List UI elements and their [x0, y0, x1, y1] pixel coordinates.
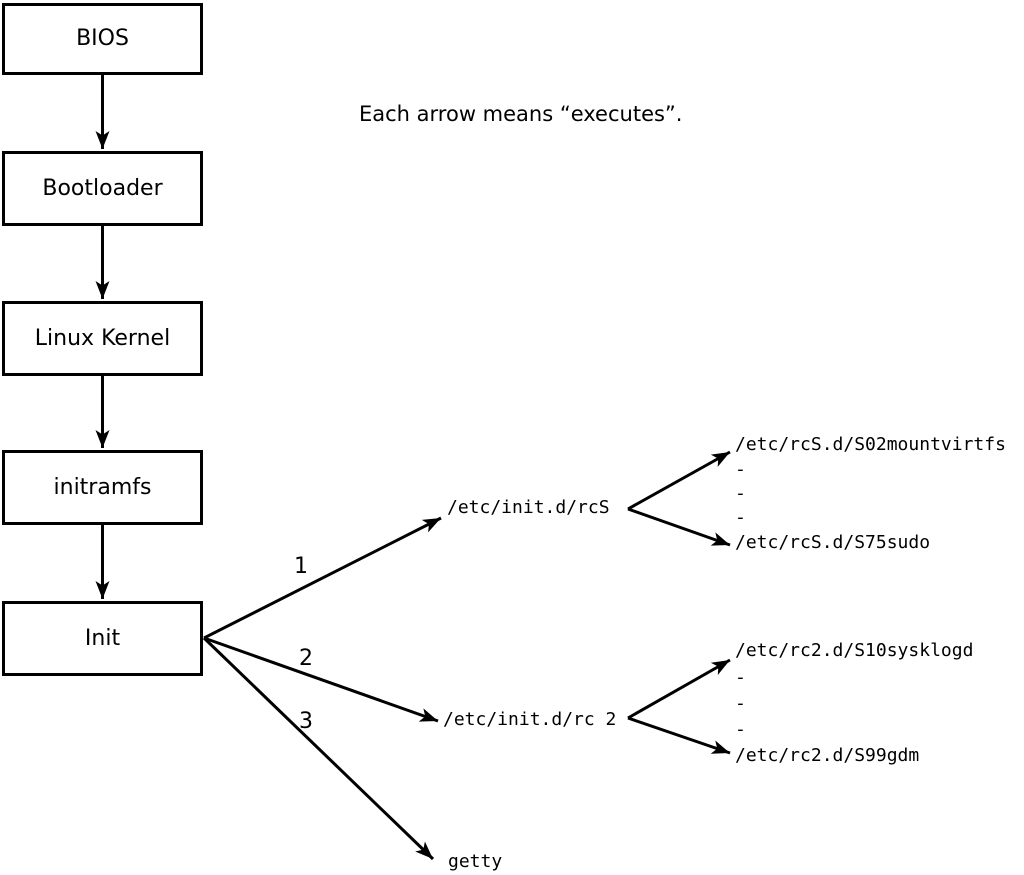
node-initramfs-label: initramfs [53, 474, 152, 500]
node-rc2-child-s99gdm: /etc/rc2.d/S99gdm [735, 745, 920, 766]
node-rc2-child-s10sysklogd: /etc/rc2.d/S10sysklogd [735, 640, 974, 661]
node-rcs-child-ellipsis-1: - [735, 459, 746, 480]
node-etc-init-d-rc2: /etc/init.d/rc 2 [443, 709, 617, 730]
node-linux-kernel: Linux Kernel [2, 301, 203, 376]
arrow-init-to-rcs [203, 516, 442, 640]
legend-annotation: Each arrow means “executes”. [359, 102, 683, 126]
arrow-rc2-to-s99gdm [627, 716, 731, 755]
node-bios-label: BIOS [76, 26, 129, 51]
arrow-init-to-getty [202, 636, 435, 861]
arrow-rc2-to-s10sysklogd [627, 658, 731, 720]
node-bootloader-label: Bootloader [42, 175, 163, 201]
node-etc-init-d-rcs: /etc/init.d/rcS [447, 497, 610, 518]
node-bios: BIOS [2, 3, 203, 75]
node-rc2-child-ellipsis-1: - [735, 667, 746, 688]
node-linux-kernel-label: Linux Kernel [34, 325, 171, 351]
node-rcs-child-ellipsis-2: - [735, 483, 746, 504]
node-init-label: Init [84, 625, 121, 651]
edge-label-1: 1 [294, 554, 308, 579]
node-rcs-child-s75sudo: /etc/rcS.d/S75sudo [735, 532, 931, 553]
edge-label-2: 2 [299, 646, 313, 671]
node-rc2-child-ellipsis-2: - [735, 693, 746, 714]
arrow-rcs-to-s02mountvirtfs [627, 450, 731, 511]
arrow-init-to-rc2 [203, 636, 439, 723]
node-init: Init [2, 601, 203, 676]
node-bootloader: Bootloader [2, 151, 203, 226]
node-rcs-child-ellipsis-3: - [735, 507, 746, 528]
node-initramfs: initramfs [2, 450, 203, 525]
node-getty: getty [448, 851, 503, 872]
arrow-rcs-to-s75sudo [627, 507, 731, 547]
edge-label-3: 3 [299, 709, 313, 734]
node-rc2-child-ellipsis-3: - [735, 719, 746, 740]
node-rcs-child-s02mountvirtfs: /etc/rcS.d/S02mountvirtfs [735, 434, 1006, 455]
